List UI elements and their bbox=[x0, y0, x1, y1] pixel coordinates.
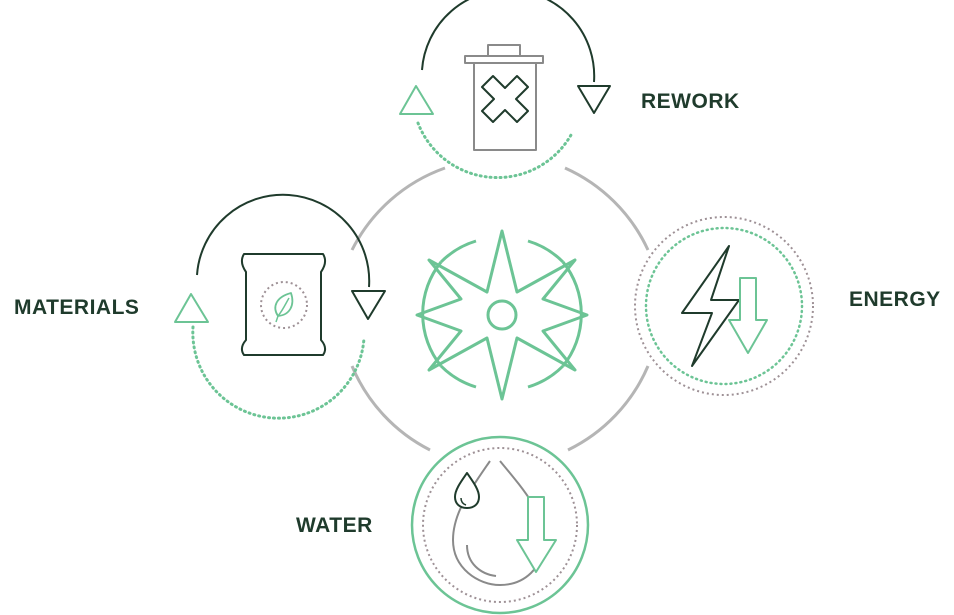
water-badge bbox=[410, 435, 590, 615]
rework-label: REWORK bbox=[641, 90, 740, 113]
lightning-down-arrow-icon bbox=[681, 245, 768, 367]
compass-rose-icon bbox=[415, 229, 589, 401]
water-drop-down-arrow-icon bbox=[452, 460, 557, 586]
water-label: WATER bbox=[296, 514, 373, 537]
energy-label: ENERGY bbox=[849, 288, 941, 311]
materials-label: MATERIALS bbox=[14, 296, 140, 319]
trash-bin-x-icon bbox=[464, 44, 544, 151]
leaf-bag-icon bbox=[240, 253, 327, 356]
rework-cycle-arrows bbox=[399, 0, 611, 180]
energy-badge bbox=[634, 216, 814, 396]
main-ring bbox=[350, 166, 650, 452]
materials-cycle-arrows bbox=[174, 193, 386, 420]
